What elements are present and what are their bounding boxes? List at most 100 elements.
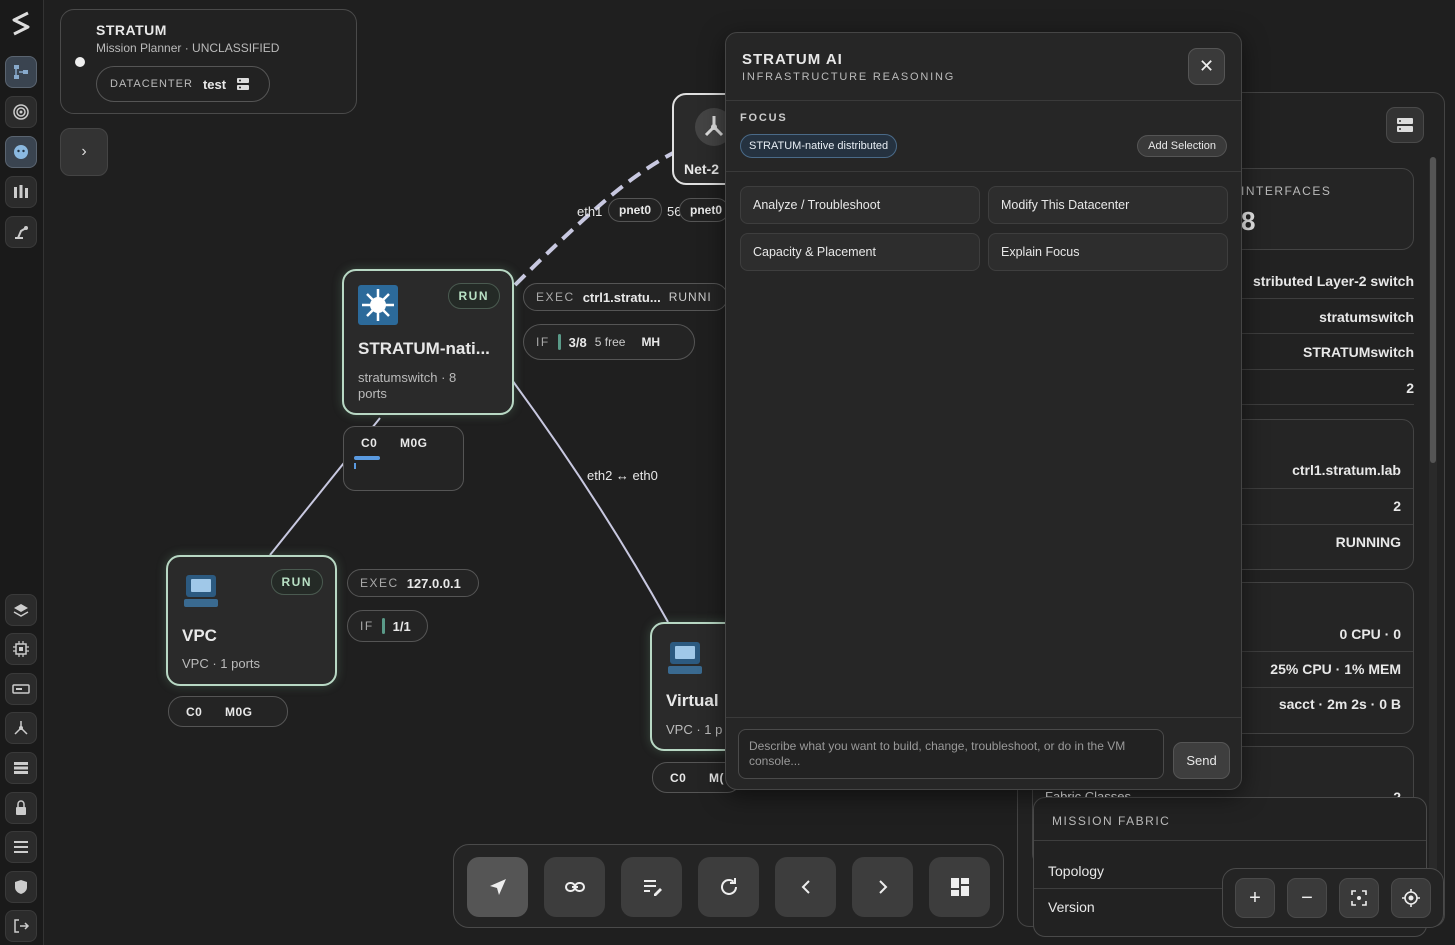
network-hub-icon bbox=[695, 108, 733, 146]
interfaces-key: INTERFACES bbox=[1241, 184, 1332, 198]
desktop-computer-icon bbox=[668, 642, 702, 674]
mem-usage: M( bbox=[709, 771, 724, 785]
node-subtitle: stratumswitch · 8 ports bbox=[358, 370, 457, 401]
zoom-controls: + − bbox=[1222, 868, 1444, 928]
interfaces-pill: IF 3/8 5 free MH bbox=[523, 324, 695, 360]
node-title: STRATUM-nati... bbox=[358, 339, 490, 358]
cluster-icon[interactable] bbox=[5, 176, 37, 208]
focus-label: FOCUS bbox=[740, 112, 788, 124]
focus-chip[interactable]: STRATUM-native distributed bbox=[740, 134, 898, 158]
edge-switch-virtual bbox=[511, 379, 669, 623]
layers-icon[interactable] bbox=[5, 594, 37, 626]
close-button[interactable]: ✕ bbox=[1188, 48, 1225, 85]
server-icon bbox=[1397, 118, 1413, 132]
send-button[interactable]: Send bbox=[1173, 742, 1230, 779]
chevron-right-icon bbox=[878, 880, 887, 894]
scrollbar-thumb[interactable] bbox=[1430, 157, 1436, 463]
cpu-usage: C0 bbox=[361, 436, 378, 450]
action-explain-focus[interactable]: Explain Focus bbox=[988, 233, 1228, 271]
datacenter-key: DATACENTER bbox=[110, 78, 193, 90]
edit-notes-button[interactable] bbox=[621, 857, 682, 917]
if-free: 5 free bbox=[594, 335, 626, 349]
ai-assistant-icon[interactable] bbox=[5, 136, 37, 168]
lock-icon[interactable] bbox=[5, 792, 37, 824]
ai-panel-title: STRATUM AI bbox=[742, 51, 843, 68]
add-selection-button[interactable]: Add Selection bbox=[1137, 135, 1227, 157]
detail-value: 2 bbox=[1393, 498, 1401, 514]
shield-user-icon[interactable] bbox=[5, 871, 37, 903]
topology-icon[interactable] bbox=[5, 56, 37, 88]
detail-value: 25% CPU · 1% MEM bbox=[1270, 661, 1401, 677]
action-modify-datacenter[interactable]: Modify This Datacenter bbox=[988, 186, 1228, 224]
center-target-button[interactable] bbox=[1391, 878, 1431, 918]
fabric-version-label: Version bbox=[1048, 899, 1095, 915]
robot-arm-icon[interactable] bbox=[5, 216, 37, 248]
divider bbox=[726, 717, 1241, 718]
detail-value: ctrl1.stratum.lab bbox=[1292, 462, 1401, 478]
fabric-topology-label: Topology bbox=[1048, 863, 1105, 879]
list-icon[interactable] bbox=[5, 831, 37, 863]
select-tool-button[interactable] bbox=[467, 857, 528, 917]
cpu-usage: C0 bbox=[186, 705, 203, 719]
server-list-icon[interactable] bbox=[5, 752, 37, 784]
zoom-in-button[interactable]: + bbox=[1235, 878, 1275, 918]
logout-icon[interactable] bbox=[5, 910, 37, 942]
layout-grid-button[interactable] bbox=[929, 857, 990, 917]
network-hub-icon[interactable] bbox=[5, 712, 37, 744]
inspector-server-button[interactable] bbox=[1386, 107, 1424, 143]
action-capacity-placement[interactable]: Capacity & Placement bbox=[740, 233, 980, 271]
port-tag-pnet0: pnet0 bbox=[608, 198, 663, 222]
detail-value: sacct · 2m 2s · 0 B bbox=[1278, 696, 1401, 712]
node-subtitle: VPC · 1 p bbox=[666, 722, 723, 737]
cpu-meter bbox=[354, 456, 380, 460]
if-value: 3/8 bbox=[568, 334, 587, 350]
cpu-chip-icon[interactable] bbox=[5, 633, 37, 665]
link-icon bbox=[564, 882, 585, 892]
status-badge: RUN bbox=[270, 569, 323, 595]
ai-prompt-input[interactable] bbox=[738, 729, 1164, 779]
detail-value: RUNNING bbox=[1335, 534, 1401, 550]
fit-view-icon bbox=[1351, 890, 1367, 906]
mem-usage: M0G bbox=[225, 705, 253, 719]
status-dot bbox=[75, 57, 85, 67]
exec-key: EXEC bbox=[360, 576, 399, 590]
cpu-usage: C0 bbox=[670, 771, 687, 785]
node-net-title: Net-2 bbox=[684, 161, 720, 177]
stratum-ai-panel: STRATUM AI INFRASTRUCTURE REASONING ✕ FO… bbox=[725, 32, 1242, 790]
resource-card: C0 M0G bbox=[343, 426, 464, 491]
port-tag-56: 56 bbox=[667, 204, 682, 219]
detail-value: stratumswitch bbox=[1319, 309, 1414, 325]
minus-icon: − bbox=[1301, 886, 1313, 909]
switch-icon bbox=[358, 285, 398, 325]
action-analyze-troubleshoot[interactable]: Analyze / Troubleshoot bbox=[740, 186, 980, 224]
left-rail bbox=[0, 0, 44, 945]
expand-panel-button[interactable]: › bbox=[60, 128, 108, 176]
zoom-out-button[interactable]: − bbox=[1287, 878, 1327, 918]
interfaces-pill: IF 1/1 bbox=[347, 610, 428, 642]
chevron-left-icon bbox=[801, 880, 810, 894]
refresh-button[interactable] bbox=[698, 857, 759, 917]
node-title: VPC bbox=[182, 626, 217, 645]
exec-key: EXEC bbox=[536, 290, 575, 304]
canvas-toolbar bbox=[453, 844, 1004, 928]
fit-view-button[interactable] bbox=[1339, 878, 1379, 918]
divider bbox=[726, 100, 1241, 101]
exec-host: 127.0.0.1 bbox=[406, 575, 461, 591]
link-tool-button[interactable] bbox=[544, 857, 605, 917]
network-card-icon[interactable] bbox=[5, 673, 37, 705]
scrollbar-track[interactable] bbox=[1429, 157, 1437, 917]
previous-button[interactable] bbox=[775, 857, 836, 917]
plus-icon: + bbox=[1249, 886, 1261, 909]
detail-value: stributed Layer-2 switch bbox=[1252, 273, 1414, 289]
node-title: Virtual bbox=[666, 691, 719, 710]
node-vpc[interactable]: RUN VPC VPC · 1 ports bbox=[166, 555, 337, 686]
ai-panel-subtitle: INFRASTRUCTURE REASONING bbox=[742, 71, 956, 83]
target-icon[interactable] bbox=[5, 96, 37, 128]
next-button[interactable] bbox=[852, 857, 913, 917]
server-icon bbox=[237, 78, 250, 90]
close-icon: ✕ bbox=[1198, 56, 1215, 76]
detail-value: 2 bbox=[1406, 380, 1414, 396]
if-usage-bar bbox=[381, 618, 385, 634]
node-stratum-switch[interactable]: RUN STRATUM-nati... stratumswitch · 8 po… bbox=[342, 269, 514, 415]
datacenter-selector[interactable]: DATACENTER test bbox=[96, 66, 270, 102]
